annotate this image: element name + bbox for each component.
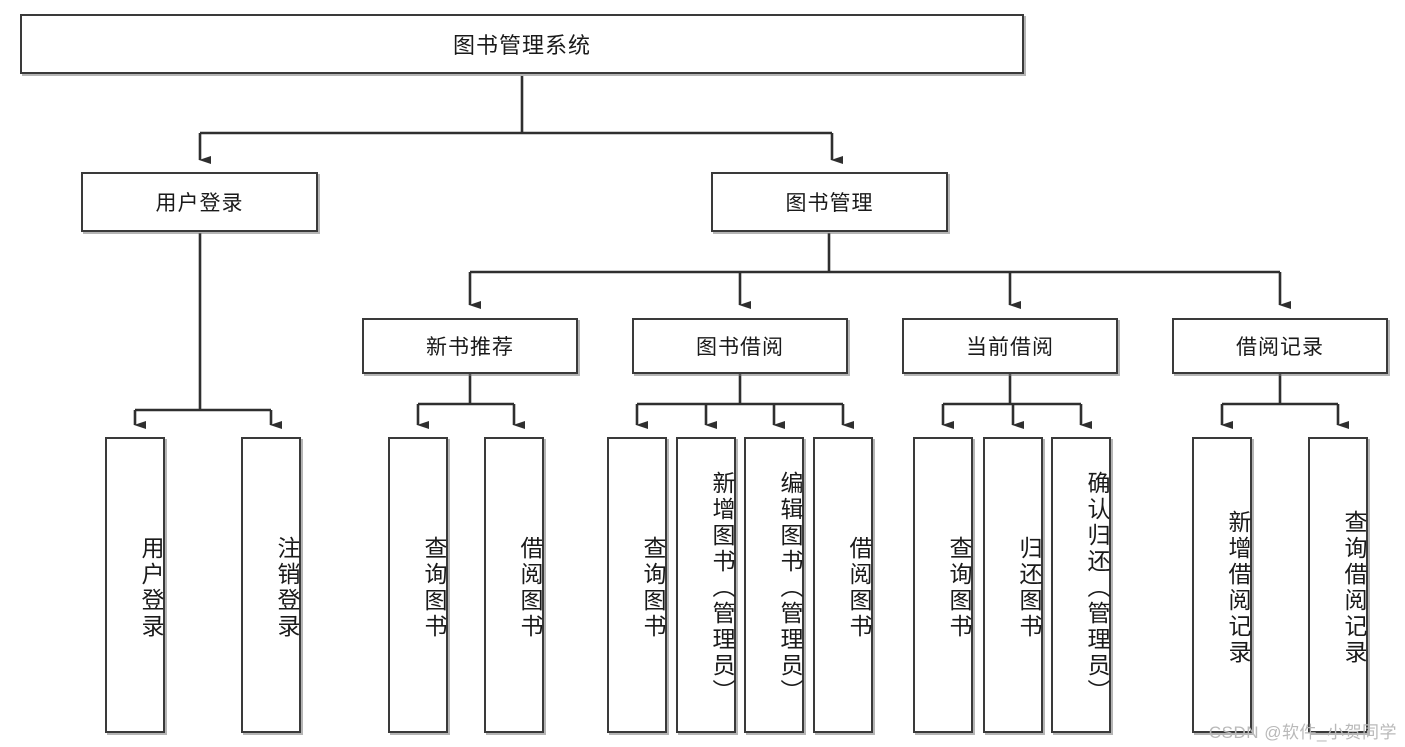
leaf-new-book-borrow[interactable]: 借阅图书 [484, 437, 544, 733]
node-label: 查询借阅记录 [1341, 510, 1367, 666]
leaf-current-query-book[interactable]: 查询图书 [913, 437, 973, 733]
leaf-current-return-book[interactable]: 归还图书 [983, 437, 1043, 733]
node-label: 用户登录 [138, 536, 164, 640]
node-label: 编辑图书（管理员） [777, 471, 803, 705]
node-label: 图书借阅 [696, 336, 784, 359]
node-book-management[interactable]: 图书管理 [711, 172, 948, 232]
leaf-borrow-add-book-admin[interactable]: 新增图书（管理员） [676, 437, 736, 733]
leaf-record-add[interactable]: 新增借阅记录 [1192, 437, 1252, 733]
node-label: 查询图书 [421, 536, 447, 640]
node-user-login[interactable]: 用户登录 [81, 172, 318, 232]
node-label: 借阅记录 [1236, 336, 1324, 359]
node-label: 查询图书 [640, 536, 666, 640]
node-label: 新书推荐 [426, 336, 514, 359]
node-current-borrow[interactable]: 当前借阅 [902, 318, 1118, 374]
node-label: 查询图书 [946, 536, 972, 640]
node-label: 图书管理 [785, 192, 874, 215]
watermark-text: CSDN @软件_小贺同学 [1208, 723, 1397, 742]
node-label: 归还图书 [1016, 536, 1042, 640]
node-label: 当前借阅 [966, 336, 1054, 359]
leaf-current-confirm-return-admin[interactable]: 确认归还（管理员） [1051, 437, 1111, 733]
node-label: 新增借阅记录 [1225, 510, 1251, 666]
leaf-user-login-signin[interactable]: 用户登录 [105, 437, 165, 733]
leaf-record-query[interactable]: 查询借阅记录 [1308, 437, 1368, 733]
node-label: 确认归还（管理员） [1084, 471, 1110, 705]
leaf-borrow-query-book[interactable]: 查询图书 [607, 437, 667, 733]
leaf-user-login-signout[interactable]: 注销登录 [241, 437, 301, 733]
node-label: 借阅图书 [846, 536, 872, 640]
leaf-new-book-query[interactable]: 查询图书 [388, 437, 448, 733]
node-label: 注销登录 [274, 536, 300, 640]
node-new-book-recommend[interactable]: 新书推荐 [362, 318, 578, 374]
node-label: 新增图书（管理员） [709, 471, 735, 705]
node-book-borrow[interactable]: 图书借阅 [632, 318, 848, 374]
leaf-borrow-edit-book-admin[interactable]: 编辑图书（管理员） [744, 437, 804, 733]
node-borrow-record[interactable]: 借阅记录 [1172, 318, 1388, 374]
leaf-borrow-borrow-book[interactable]: 借阅图书 [813, 437, 873, 733]
node-root-system[interactable]: 图书管理系统 [20, 14, 1024, 74]
node-label: 借阅图书 [517, 536, 543, 640]
node-label: 图书管理系统 [452, 33, 591, 58]
node-label: 用户登录 [155, 192, 244, 215]
